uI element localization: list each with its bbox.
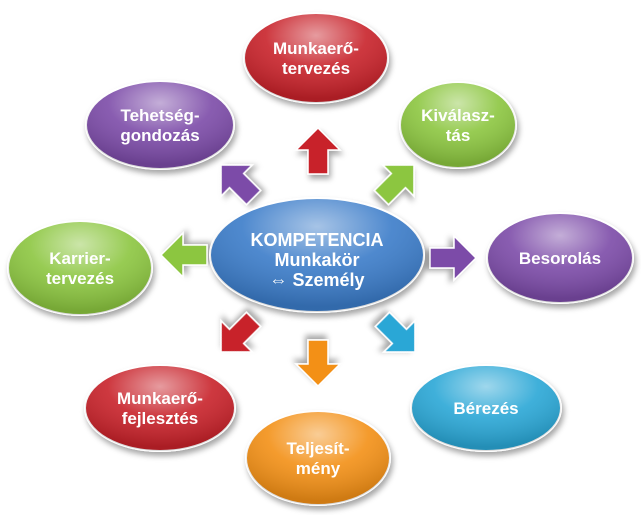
node-label-line: Munkaerő- bbox=[273, 39, 359, 58]
node-ellipse-shine bbox=[246, 411, 390, 505]
arrow-icon bbox=[294, 126, 342, 175]
node-ellipse-shine bbox=[411, 365, 561, 451]
center-line-2: Munkakör bbox=[274, 250, 359, 270]
node-label-line: mény bbox=[296, 459, 341, 478]
center-line-3: ⇔ Személy bbox=[269, 270, 364, 290]
node-besorolas: Besorolás bbox=[486, 212, 634, 304]
node-ellipse-shine bbox=[400, 82, 516, 168]
node-ellipse-shine bbox=[85, 365, 235, 451]
node-label-line: tervezés bbox=[46, 269, 114, 288]
node-label-line: gondozás bbox=[120, 126, 199, 145]
node-munkaero-tervezes: Munkaerő-tervezés bbox=[243, 12, 389, 104]
node-ellipse-shine bbox=[244, 13, 388, 103]
node-label-line: Bérezés bbox=[453, 399, 518, 418]
node-label-line: Teljesít- bbox=[287, 439, 350, 458]
node-tehetseggondozas: Tehetség-gondozás bbox=[85, 80, 235, 170]
arrow-icon bbox=[294, 339, 342, 388]
node-label-line: Karrier- bbox=[49, 249, 110, 268]
arrow-icon bbox=[374, 311, 416, 353]
center-line-1: KOMPETENCIA bbox=[250, 230, 383, 250]
arrow-icon bbox=[159, 231, 208, 279]
arrow-icon bbox=[373, 164, 415, 206]
node-ellipse-shine bbox=[487, 213, 633, 303]
node-berezes: Bérezés bbox=[410, 364, 562, 452]
node-label-line: Munkaerő- bbox=[117, 389, 203, 408]
node-teljesitmeny: Teljesít-mény bbox=[245, 410, 391, 506]
node-karriertervezes: Karrier-tervezés bbox=[7, 220, 153, 316]
node-label-line: Besorolás bbox=[519, 249, 601, 268]
node-label-line: fejlesztés bbox=[122, 409, 199, 428]
node-label-line: Kiválasz- bbox=[421, 106, 495, 125]
arrow-icon bbox=[429, 234, 478, 282]
arrow-icon bbox=[220, 164, 262, 206]
node-label-line: Tehetség- bbox=[120, 106, 199, 125]
center-ellipse-shine bbox=[210, 198, 424, 312]
node-munkaero-fejlesztes: Munkaerő-fejlesztés bbox=[84, 364, 236, 452]
node-kivalasztas: Kiválasz-tás bbox=[399, 81, 517, 169]
node-label-line: tás bbox=[446, 126, 471, 145]
node-label-line: tervezés bbox=[282, 59, 350, 78]
node-ellipse-shine bbox=[8, 221, 152, 315]
node-ellipse-shine bbox=[86, 81, 234, 169]
arrow-icon bbox=[220, 311, 262, 353]
center-node-kompetencia: KOMPETENCIA Munkakör ⇔ Személy bbox=[209, 197, 425, 313]
